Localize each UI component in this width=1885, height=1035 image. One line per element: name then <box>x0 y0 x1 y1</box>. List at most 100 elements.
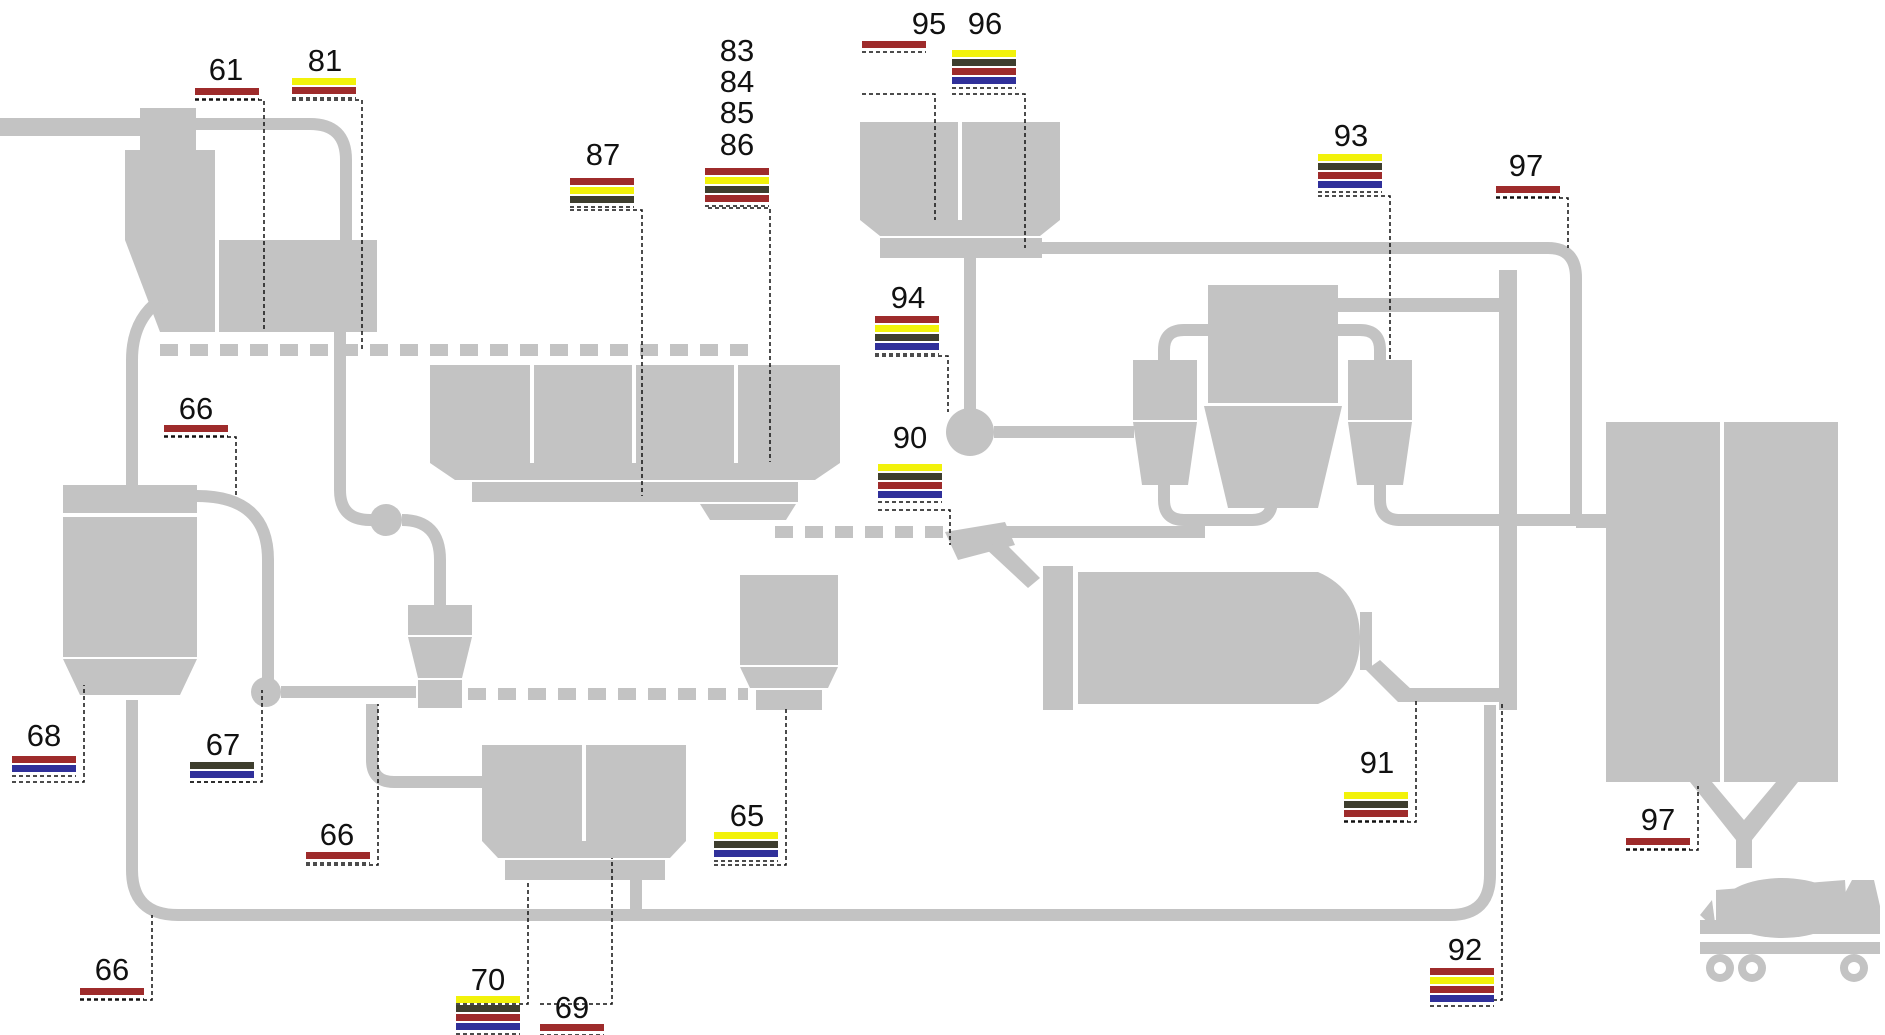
middle-collector <box>472 482 798 502</box>
tag-86-stripes <box>705 168 769 207</box>
stripe-red <box>570 178 634 185</box>
stripe-red <box>292 87 356 94</box>
classifier-left-duct <box>1158 324 1208 360</box>
tag-90: 90 <box>878 420 942 503</box>
ball-mill <box>1078 572 1360 704</box>
separator-body <box>1208 285 1338 403</box>
stripe-blue <box>1430 995 1494 1002</box>
feed-line <box>0 118 140 136</box>
tag-61: 61 <box>195 52 259 100</box>
stripe-dark <box>190 762 254 769</box>
stripe-blue <box>1318 181 1382 188</box>
tag-68-label: 68 <box>27 718 61 753</box>
stripe-red <box>1496 186 1560 193</box>
tag-87: 87 <box>570 137 634 208</box>
stripe-red <box>540 1024 604 1031</box>
lower-silo-feed-pipe <box>366 704 482 788</box>
return-pipe-left <box>126 295 164 485</box>
stripe-red <box>456 1014 520 1021</box>
stripe-red <box>164 425 228 432</box>
tag-layer: 61 81 83 84 85 86 87 95 96 93 <box>12 6 1690 1035</box>
tag-81: 81 <box>292 43 356 99</box>
silo-discharge-spout <box>1690 782 1798 868</box>
tag-66-c-stripes <box>80 988 144 1000</box>
mill-inlet-trunnion <box>1043 566 1073 710</box>
tag-92-stripes <box>1430 968 1494 1007</box>
tag-65: 65 <box>714 798 778 862</box>
lower-drop <box>630 880 642 910</box>
left-silo-pipe <box>196 490 274 680</box>
tag-96-label: 96 <box>968 6 1002 41</box>
stripe-dark <box>714 841 778 848</box>
tag-70-label: 70 <box>471 962 505 997</box>
tag-92: 92 <box>1430 932 1494 1007</box>
bottom-return-pipe <box>126 700 1496 921</box>
mill-vent <box>1005 526 1205 538</box>
stripe-red <box>875 316 939 323</box>
tag-96: 96 <box>952 6 1016 89</box>
stripe-blue <box>190 771 254 778</box>
tag-66-a-label: 66 <box>179 391 213 426</box>
stripe-blue <box>875 343 939 350</box>
small-silo-feeder <box>756 690 822 710</box>
silo-top-right-hopper <box>860 220 1060 236</box>
tag-70: 70 <box>456 962 520 1035</box>
stripe-dark <box>705 186 769 193</box>
tag-67: 67 <box>190 727 254 783</box>
stripe-yellow <box>1318 154 1382 161</box>
tag-95-label: 95 <box>912 6 946 41</box>
silo-bank-top <box>219 240 377 332</box>
tag-67-label: 67 <box>206 727 240 762</box>
stripe-yellow <box>952 50 1016 57</box>
tag-97-top: 97 <box>1496 148 1560 198</box>
tag-93: 93 <box>1318 118 1382 193</box>
stripe-blue <box>12 765 76 772</box>
tag-61-stripes <box>195 88 259 100</box>
stripe-dark <box>1344 801 1408 808</box>
top-right-transfer-pipe <box>1042 242 1582 520</box>
transfer-pipe-top <box>196 118 352 240</box>
classifier-right-cone <box>1348 422 1412 485</box>
stripe-red <box>80 988 144 995</box>
tag-81-label: 81 <box>308 43 342 78</box>
tag-66-a-stripes <box>164 425 228 437</box>
left-silo-hopper <box>63 659 197 695</box>
stripe-dark <box>952 59 1016 66</box>
stripe-red <box>705 168 769 175</box>
stripe-yellow <box>705 177 769 184</box>
classifier-left-cone <box>1133 422 1197 485</box>
stripe-red <box>1344 810 1408 817</box>
stripe-yellow <box>1344 792 1408 799</box>
stripe-blue <box>714 850 778 857</box>
stripe-blue <box>456 1023 520 1030</box>
tag-97-top-label: 97 <box>1509 148 1543 183</box>
tag-65-label: 65 <box>730 798 764 833</box>
tag-68-stripes <box>12 756 76 777</box>
tag-90-label: 90 <box>893 420 927 455</box>
silo-bank-lower-hopper <box>482 841 686 858</box>
cyclone-cone <box>408 637 472 678</box>
stripe-yellow <box>570 187 634 194</box>
stripe-yellow <box>1430 977 1494 984</box>
tag-83-86: 83 84 85 86 <box>705 33 769 207</box>
tag-86-label: 86 <box>720 127 754 162</box>
tag-97-bottom-label: 97 <box>1641 802 1675 837</box>
bucket-elevator <box>1499 270 1517 710</box>
truck-cab <box>1838 906 1880 934</box>
left-silo-cap <box>63 485 197 513</box>
separator-valve <box>946 408 994 456</box>
tag-66-a: 66 <box>164 391 228 437</box>
tag-97-bottom: 97 <box>1626 802 1690 850</box>
tag-95: 95 <box>862 6 946 53</box>
tag-69: 69 <box>540 990 604 1035</box>
stripe-red <box>12 756 76 763</box>
stripe-yellow <box>878 464 942 471</box>
stripe-red <box>952 68 1016 75</box>
small-silo <box>740 575 838 665</box>
tag-91-label: 91 <box>1360 745 1394 780</box>
stripe-red <box>878 482 942 489</box>
small-silo-hopper <box>740 667 838 688</box>
separator-link <box>994 426 1134 438</box>
separator-loop-right <box>1374 485 1612 526</box>
